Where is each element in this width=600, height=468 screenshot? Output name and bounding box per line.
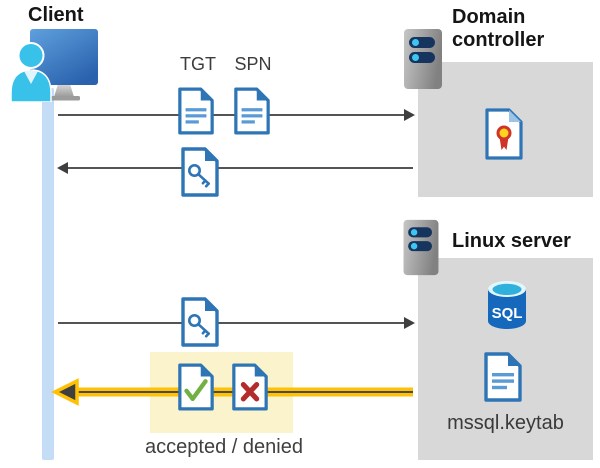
checkmark-icon [184, 379, 208, 402]
result-caption: accepted / denied [145, 436, 303, 458]
linux-server-icon [403, 219, 439, 276]
tgt-document-icon [178, 87, 214, 135]
tgt-label: TGT [180, 54, 216, 74]
certificate-document-icon [485, 108, 523, 160]
client-timeline-bar [42, 88, 54, 460]
denied-document-icon [232, 363, 268, 411]
keytab-file-label: mssql.keytab [447, 412, 564, 434]
arrow-ticket-response [57, 162, 413, 174]
domain-controller-title: Domain controller [452, 6, 545, 51]
arrow-ticket-to-server [58, 317, 415, 329]
person-icon [10, 42, 52, 102]
spn-document-icon [234, 87, 270, 135]
sql-badge-label: SQL [492, 305, 523, 322]
client-title: Client [28, 4, 84, 26]
client-workstation-icon [10, 29, 98, 102]
sql-database-icon: SQL [488, 281, 526, 329]
accepted-document-icon [178, 363, 214, 411]
spn-label: SPN [234, 54, 272, 74]
x-mark-icon [240, 382, 260, 402]
arrow-tgt-spn-request [58, 109, 415, 121]
key-ticket-icon [181, 297, 219, 347]
keytab-document-icon [484, 352, 522, 402]
monitor-icon [30, 29, 98, 85]
linux-server-title: Linux server [452, 230, 571, 252]
domain-controller-server-icon [404, 29, 442, 89]
key-ticket-icon [181, 147, 219, 197]
